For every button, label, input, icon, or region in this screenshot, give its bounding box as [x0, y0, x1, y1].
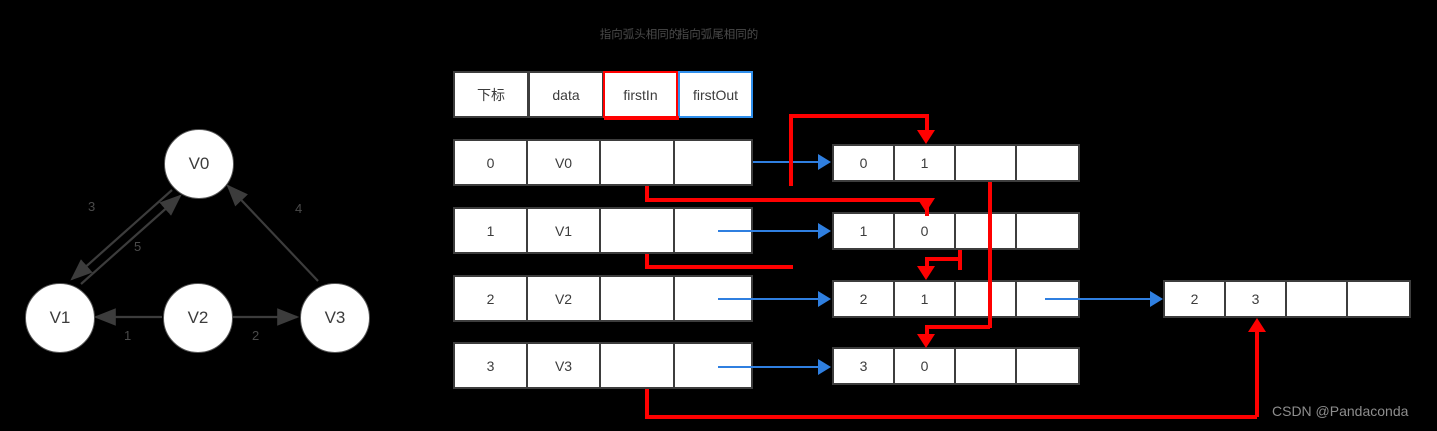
arc-node-1[interactable]: 1 0 — [832, 212, 1080, 250]
red-path-row0-vertical — [789, 114, 793, 186]
header-cell-index: 下标 — [453, 71, 528, 118]
arc-node-0[interactable]: 0 1 — [832, 144, 1080, 182]
graph-node-label: V0 — [188, 154, 210, 173]
arc-tailvex: 0 — [834, 146, 895, 180]
red-path-a-h — [645, 198, 927, 202]
graph-node-label: V1 — [49, 308, 71, 327]
vertex-data: V2 — [528, 277, 601, 320]
blue-arrowhead-arc4 — [1150, 291, 1163, 307]
blue-connector-row3 — [718, 366, 818, 368]
table-header-row: 下标 data firstIn firstOut — [453, 71, 753, 118]
blue-connector-row2 — [718, 298, 818, 300]
graph-node-v3[interactable]: V3 — [300, 283, 370, 353]
arc-tailvex: 1 — [834, 214, 895, 248]
red-arrowhead-arc2-headvex — [917, 266, 935, 280]
vertex-row-0[interactable]: 0 V0 — [453, 139, 753, 186]
arc-hlink — [956, 349, 1017, 383]
blue-arrowhead-row2 — [818, 291, 831, 307]
annotation-firstout: 指向弧尾相同的 — [677, 29, 759, 41]
header-cell-data: data — [528, 71, 603, 118]
red-path-e-v2 — [1255, 328, 1259, 417]
red-path-d-h — [925, 257, 960, 261]
red-arrowhead-arc4-headvex — [1248, 318, 1266, 332]
red-path-e-h — [645, 415, 1257, 419]
red-path-c-v1 — [988, 182, 992, 328]
vertex-row-2[interactable]: 2 V2 — [453, 275, 753, 322]
red-path-c-v2 — [925, 325, 929, 341]
arc-hlink — [1287, 282, 1348, 316]
arc-tlink — [1017, 146, 1078, 180]
arc-hlink — [956, 214, 1017, 248]
red-arrowhead-arc0-headvex — [917, 130, 935, 144]
blue-arrowhead-row1 — [818, 223, 831, 239]
annotation-firstin: 指向弧头相同的 — [599, 29, 681, 41]
blue-connector-row0 — [753, 161, 818, 163]
red-arrowhead-arc3-headvex — [917, 334, 935, 348]
arc-tlink — [1017, 214, 1078, 248]
red-path-row0-horizontal — [789, 114, 927, 118]
vertex-index: 1 — [455, 209, 528, 252]
header-cell-firstin: firstIn — [603, 71, 678, 118]
red-underline-firstin-header — [604, 116, 679, 120]
arc-tlink — [1017, 349, 1078, 383]
red-path-d-v2 — [925, 257, 929, 270]
edge-weight-2: 2 — [252, 328, 260, 343]
graph-node-v2[interactable]: V2 — [163, 283, 233, 353]
graph-node-label: V2 — [187, 308, 209, 327]
arc-tailvex: 2 — [1165, 282, 1226, 316]
red-path-e-v1 — [645, 389, 649, 417]
arc-tlink — [1348, 282, 1409, 316]
arc-hlink — [956, 146, 1017, 180]
red-arrowhead-arc1-headvex — [917, 198, 935, 212]
arc-tailvex: 3 — [834, 349, 895, 383]
red-path-b-h — [645, 265, 793, 269]
vertex-firstin — [601, 141, 675, 184]
arc-headvex: 0 — [895, 214, 956, 248]
edge-weight-5: 5 — [134, 239, 142, 254]
blue-connector-arc2-to-arc4 — [1045, 298, 1150, 300]
edge-weight-3: 3 — [88, 199, 96, 214]
watermark: CSDN @Pandaconda — [1272, 403, 1409, 419]
graph-node-v1[interactable]: V1 — [25, 283, 95, 353]
vertex-firstin — [601, 209, 675, 252]
edge-weight-4: 4 — [295, 201, 303, 216]
arc-headvex: 0 — [895, 349, 956, 383]
arc-node-3[interactable]: 3 0 — [832, 347, 1080, 385]
vertex-firstout — [675, 141, 751, 184]
red-path-b-v1 — [645, 254, 649, 268]
graph-node-v0[interactable]: V0 — [164, 129, 234, 199]
vertex-index: 3 — [455, 344, 528, 387]
graph-edges — [70, 184, 319, 326]
vertex-firstout — [675, 344, 751, 387]
vertex-firstin — [601, 277, 675, 320]
blue-arrowhead-row3 — [818, 359, 831, 375]
vertex-data: V1 — [528, 209, 601, 252]
vertex-data: V0 — [528, 141, 601, 184]
blue-connector-row1 — [718, 230, 818, 232]
red-path-d-v — [958, 250, 962, 270]
vertex-row-3[interactable]: 3 V3 — [453, 342, 753, 389]
blue-arrowhead-row0 — [818, 154, 831, 170]
vertex-data: V3 — [528, 344, 601, 387]
red-path-row0-drop — [925, 114, 929, 132]
red-path-c-h — [925, 325, 990, 329]
graph-node-label: V3 — [324, 308, 346, 327]
arc-headvex: 3 — [1226, 282, 1287, 316]
arc-headvex: 1 — [895, 146, 956, 180]
vertex-firstin — [601, 344, 675, 387]
red-path-a-v1 — [645, 186, 649, 201]
arc-node-4[interactable]: 2 3 — [1163, 280, 1411, 318]
vertex-row-1[interactable]: 1 V1 — [453, 207, 753, 254]
vertex-index: 2 — [455, 277, 528, 320]
arc-node-2[interactable]: 2 1 — [832, 280, 1080, 318]
header-cell-firstout: firstOut — [678, 71, 753, 118]
arc-headvex: 1 — [895, 282, 956, 316]
vertex-index: 0 — [455, 141, 528, 184]
arc-tailvex: 2 — [834, 282, 895, 316]
edge-weight-1: 1 — [124, 328, 132, 343]
arc-hlink — [956, 282, 1017, 316]
